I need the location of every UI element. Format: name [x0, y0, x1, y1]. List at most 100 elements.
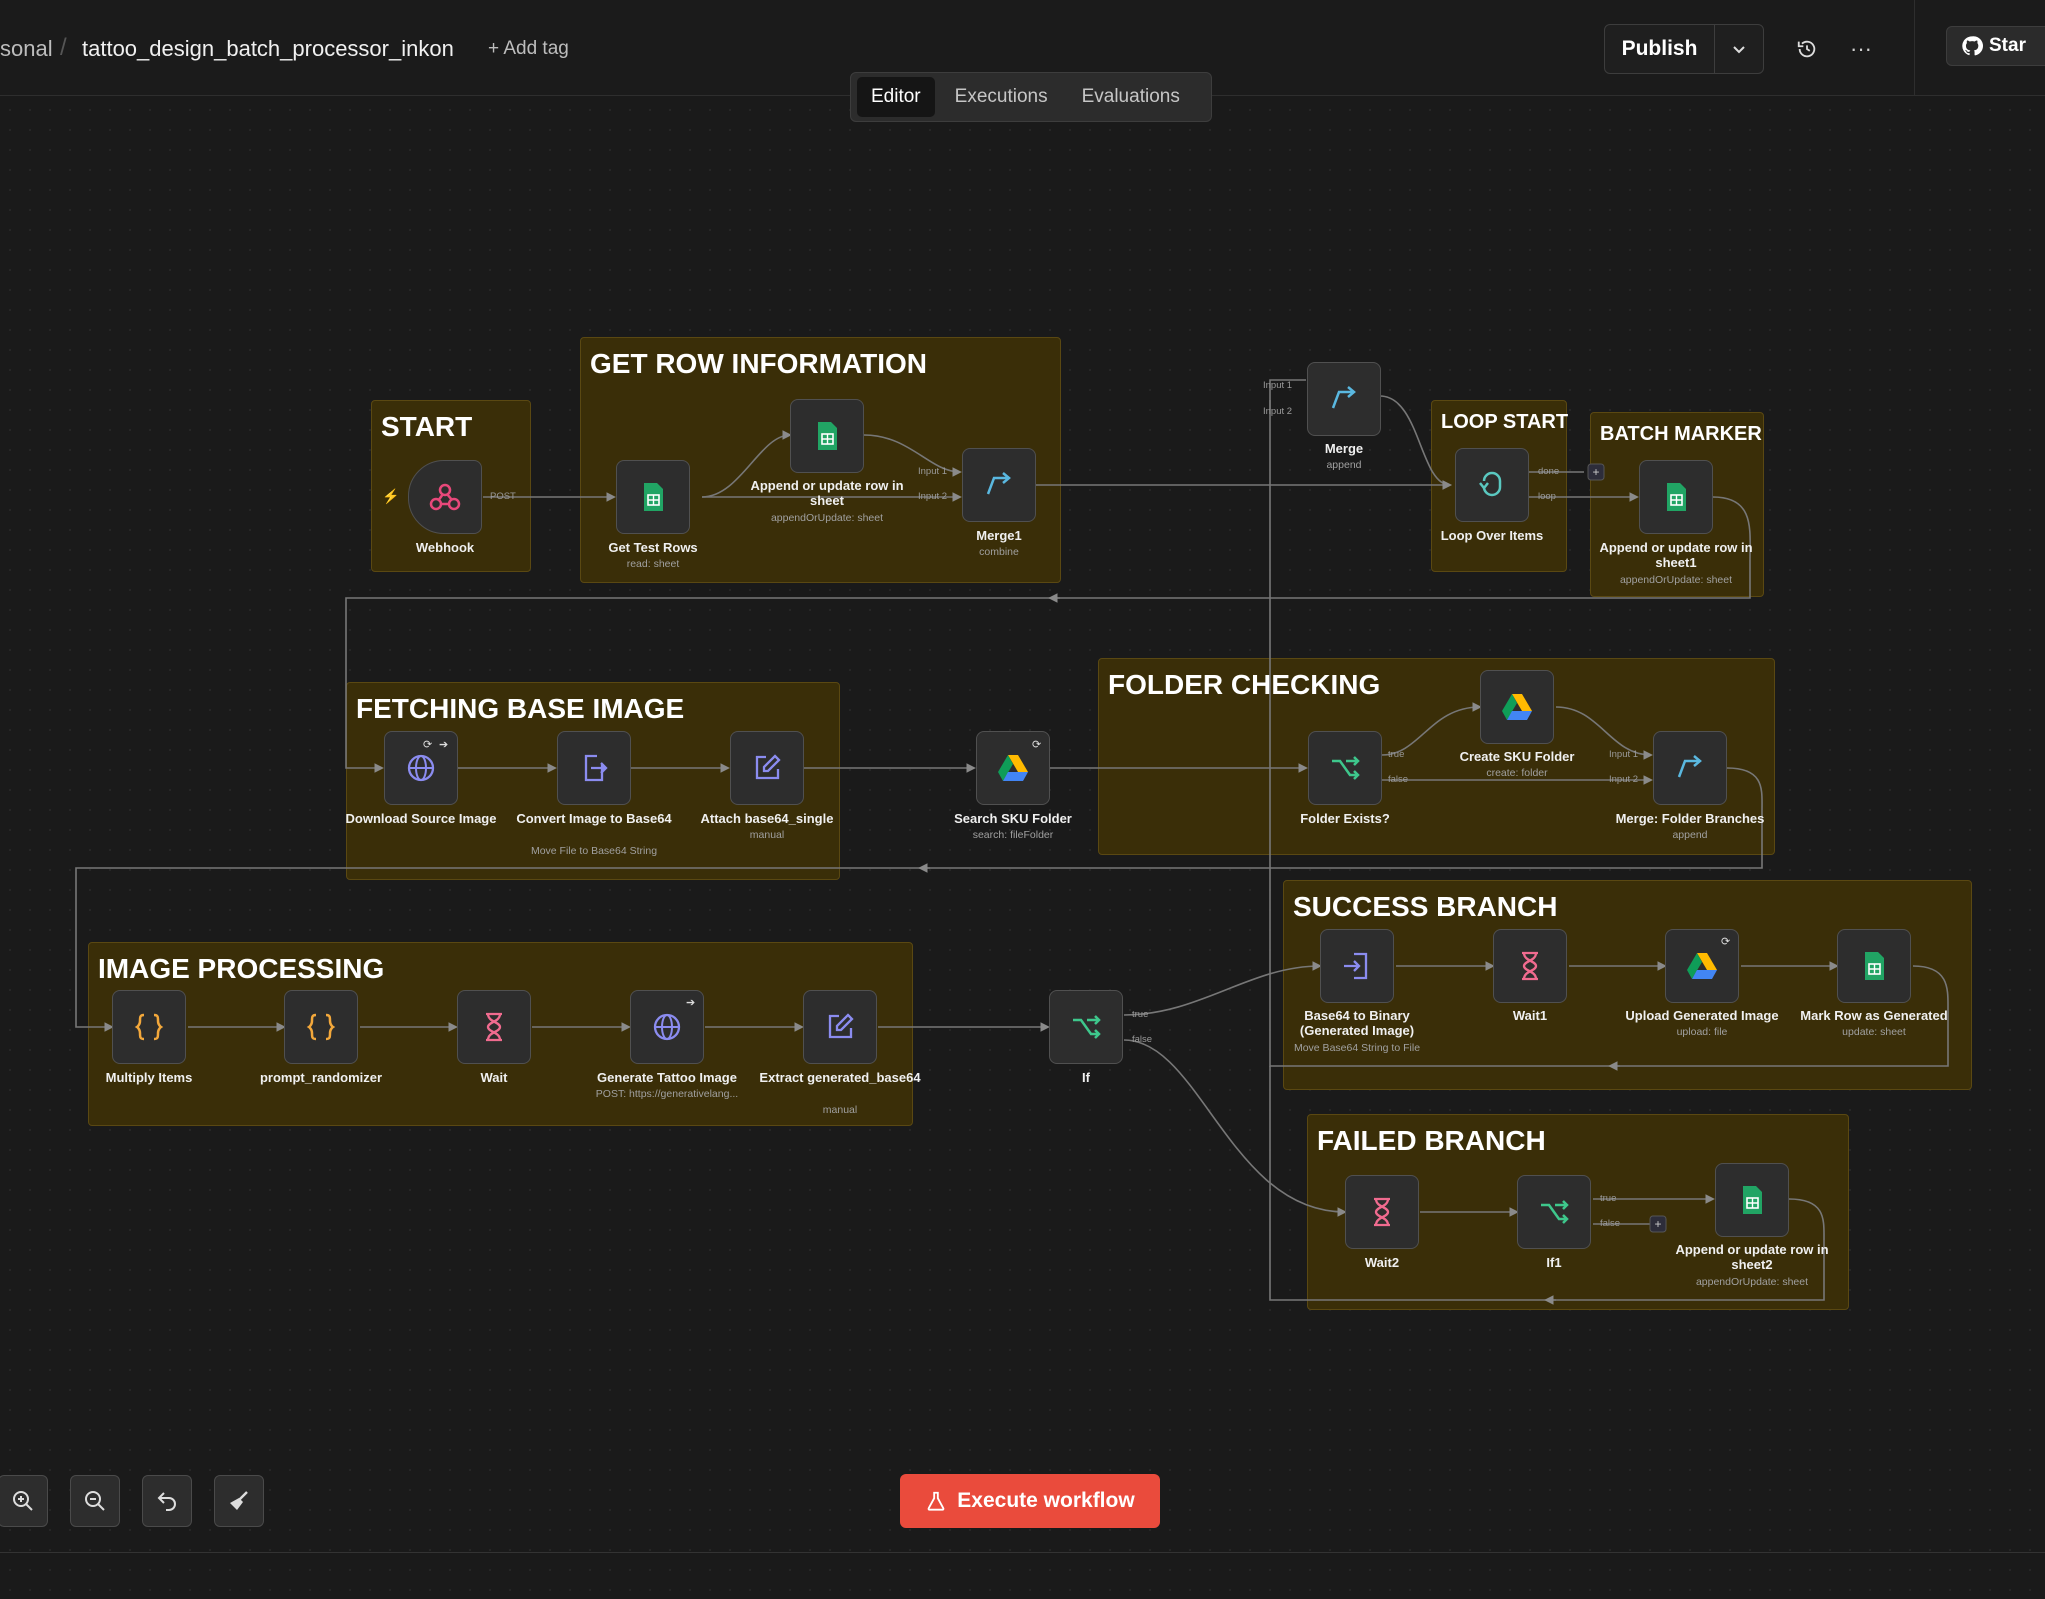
- loop-icon: [1479, 471, 1502, 497]
- node-label: Mark Row as Generated: [1800, 1008, 1948, 1023]
- zoom-in-button[interactable]: [0, 1475, 48, 1527]
- node-label: Merge: [1324, 441, 1364, 456]
- retry-icon: ⟳: [423, 739, 433, 751]
- edge-label-input1: Input 1: [1609, 749, 1639, 760]
- node-wait[interactable]: [457, 990, 531, 1064]
- node-if[interactable]: [1049, 990, 1123, 1064]
- node-subtitle: appendOrUpdate: sheet: [770, 512, 884, 524]
- arrow-right-icon: ➔: [439, 739, 449, 751]
- node-subtitle: Move File to Base64 String: [530, 845, 658, 857]
- node-label: Search SKU Folder: [954, 811, 1072, 826]
- history-button[interactable]: [1792, 34, 1822, 64]
- chevron-down-icon: [1733, 46, 1745, 54]
- github-star-button[interactable]: Star: [1946, 26, 2045, 66]
- group-title: IMAGE PROCESSING: [98, 953, 385, 984]
- edit-pen-icon: [755, 754, 781, 780]
- globe-icon: [407, 754, 435, 782]
- google-sheets-icon: [644, 483, 663, 511]
- star-label: Star: [1989, 35, 2026, 56]
- webhook-icon: [429, 483, 461, 511]
- node-mark-row-as-generated[interactable]: [1837, 929, 1911, 1003]
- flask-icon: [927, 1491, 945, 1511]
- publish-button[interactable]: Publish: [1605, 25, 1715, 73]
- more-options-button[interactable]: ···: [1846, 34, 1876, 64]
- node-label: Append or update row in sheet2: [1675, 1242, 1829, 1272]
- code-braces-icon: [306, 1013, 336, 1041]
- edge-label-input2: Input 2: [1609, 774, 1639, 785]
- node-label: Merge1: [976, 528, 1022, 543]
- node-subtitle: append: [1672, 829, 1708, 841]
- zoom-in-icon: [13, 1491, 33, 1511]
- edge-label-done: done: [1538, 466, 1560, 477]
- execute-workflow-button[interactable]: Execute workflow: [900, 1474, 1160, 1528]
- node-loop-over-items[interactable]: [1455, 448, 1529, 522]
- node-label: Create SKU Folder: [1459, 749, 1575, 764]
- node-append-or-update-row1[interactable]: [1639, 460, 1713, 534]
- node-webhook[interactable]: [408, 460, 482, 534]
- node-merge-folder-branches[interactable]: [1653, 731, 1727, 805]
- undo-button[interactable]: [142, 1475, 192, 1527]
- zoom-out-icon: [85, 1491, 105, 1511]
- node-subtitle: append: [1326, 459, 1362, 471]
- node-create-sku-folder[interactable]: [1480, 670, 1554, 744]
- node-base64-to-binary[interactable]: [1320, 929, 1394, 1003]
- tab-editor[interactable]: Editor: [857, 77, 935, 117]
- node-multiply-items[interactable]: [112, 990, 186, 1064]
- globe-icon: [653, 1013, 681, 1041]
- node-subtitle: read: sheet: [626, 558, 680, 570]
- edge-label-true: true: [1600, 1193, 1617, 1204]
- ellipsis-icon: ···: [1850, 36, 1872, 61]
- tidy-up-button[interactable]: [214, 1475, 264, 1527]
- group-title: FAILED BRANCH: [1317, 1125, 1546, 1156]
- node-label: Upload Generated Image: [1625, 1008, 1779, 1023]
- group-title: SUCCESS BRANCH: [1293, 891, 1558, 922]
- arrow-right-icon: ➔: [686, 997, 696, 1009]
- node-generate-tattoo-image[interactable]: [630, 990, 704, 1064]
- node-label: Append or update row in sheet1: [1599, 540, 1753, 570]
- retry-icon: ⟳: [1032, 739, 1042, 751]
- breadcrumb-project[interactable]: sonal: [0, 36, 53, 61]
- tab-executions[interactable]: Executions: [954, 86, 1048, 107]
- node-download-source-image[interactable]: [384, 731, 458, 805]
- node-label: Folder Exists?: [1300, 811, 1390, 826]
- workflow-name[interactable]: tattoo_design_batch_processor_inkon: [82, 36, 454, 61]
- publish-button-group: Publish: [1604, 24, 1764, 74]
- node-attach-base64-single[interactable]: [730, 731, 804, 805]
- zoom-out-button[interactable]: [70, 1475, 120, 1527]
- node-label: Wait: [480, 1070, 508, 1085]
- publish-dropdown-button[interactable]: [1715, 25, 1763, 73]
- node-folder-exists[interactable]: [1308, 731, 1382, 805]
- node-wait1[interactable]: [1493, 929, 1567, 1003]
- node-subtitle: appendOrUpdate: sheet: [1695, 1276, 1809, 1288]
- node-wait2[interactable]: [1345, 1175, 1419, 1249]
- if-branch-icon: [1541, 1200, 1569, 1224]
- node-subtitle: update: sheet: [1842, 1026, 1906, 1038]
- edge-label-input2: Input 2: [918, 491, 948, 502]
- node-prompt-randomizer[interactable]: [284, 990, 358, 1064]
- node-append-or-update-row2[interactable]: [1715, 1163, 1789, 1237]
- add-tag-button[interactable]: + Add tag: [488, 38, 569, 59]
- node-merge[interactable]: [1307, 362, 1381, 436]
- edge-label-input1: Input 1: [1263, 380, 1293, 391]
- group-title: START: [381, 411, 473, 442]
- merge-icon: [1331, 386, 1356, 409]
- node-merge1[interactable]: [962, 448, 1036, 522]
- node-label: Wait1: [1512, 1008, 1548, 1023]
- node-search-sku-folder[interactable]: [976, 731, 1050, 805]
- edge-label-input2: Input 2: [1263, 406, 1293, 417]
- node-label: Multiply Items: [105, 1070, 193, 1085]
- github-icon: [1962, 36, 1983, 56]
- node-upload-generated-image[interactable]: [1665, 929, 1739, 1003]
- node-extract-generated-base64[interactable]: [803, 990, 877, 1064]
- node-label: Get Test Rows: [608, 540, 698, 555]
- tab-evaluations[interactable]: Evaluations: [1081, 86, 1180, 107]
- node-label: prompt_randomizer: [259, 1070, 383, 1085]
- node-if1[interactable]: [1517, 1175, 1591, 1249]
- node-get-test-rows[interactable]: [616, 460, 690, 534]
- node-convert-image-to-base64[interactable]: [557, 731, 631, 805]
- undo-icon: [157, 1492, 176, 1511]
- node-append-or-update-row[interactable]: [790, 399, 864, 473]
- node-label: Convert Image to Base64: [516, 811, 672, 826]
- node-label: Loop Over Items: [1440, 528, 1544, 543]
- node-subtitle: manual: [749, 829, 785, 841]
